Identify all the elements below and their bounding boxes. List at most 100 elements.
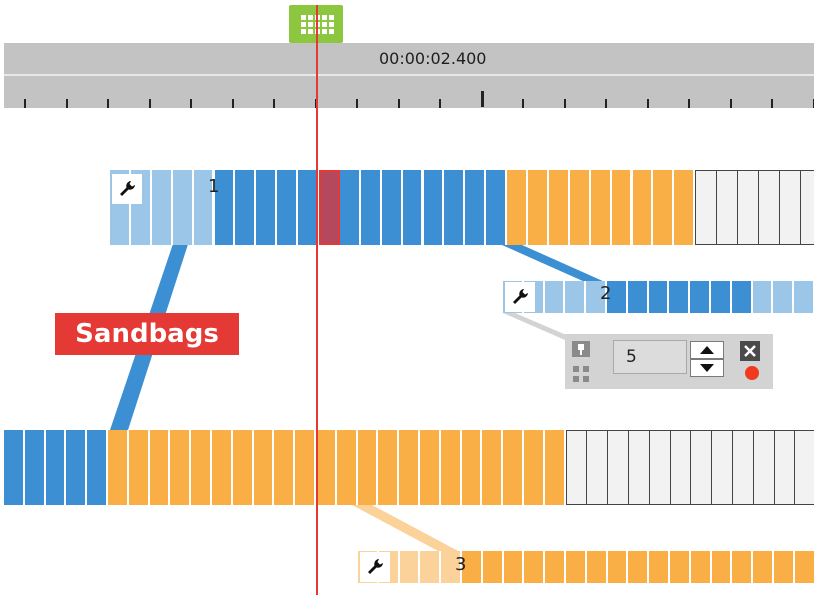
- frame-cell[interactable]: [4, 430, 25, 505]
- decrement-button[interactable]: [690, 359, 724, 377]
- frame-cell[interactable]: [711, 551, 733, 583]
- frame-cell[interactable]: [544, 430, 566, 505]
- close-popup-button[interactable]: [740, 341, 760, 361]
- frame-cell[interactable]: [752, 430, 774, 505]
- frame-cell[interactable]: [690, 551, 712, 583]
- repeat-count-popup[interactable]: [565, 334, 773, 389]
- frame-cell[interactable]: [648, 430, 670, 505]
- frame-cell[interactable]: [757, 170, 779, 245]
- frame-cell[interactable]: [716, 170, 737, 245]
- frame-cell[interactable]: [524, 430, 545, 505]
- frame-cell[interactable]: [319, 170, 340, 245]
- frame-cell[interactable]: [420, 430, 441, 505]
- frame-cell[interactable]: [503, 430, 524, 505]
- frame-cell[interactable]: [357, 430, 379, 505]
- frame-cell[interactable]: [627, 281, 649, 313]
- frame-cell[interactable]: [590, 170, 612, 245]
- track-1-settings-button[interactable]: [112, 174, 142, 204]
- frame-cell[interactable]: [565, 281, 587, 313]
- record-dot-icon[interactable]: [745, 366, 759, 380]
- frame-cell[interactable]: [172, 170, 194, 245]
- frame-cell[interactable]: [45, 430, 67, 505]
- increment-button[interactable]: [690, 341, 724, 359]
- frame-cell[interactable]: [360, 170, 382, 245]
- frame-cell[interactable]: [632, 170, 654, 245]
- frame-cell[interactable]: [214, 170, 236, 245]
- frame-cell[interactable]: [87, 430, 108, 505]
- pin-icon[interactable]: [571, 340, 591, 358]
- frame-cell[interactable]: [670, 551, 691, 583]
- frame-cell[interactable]: [440, 430, 462, 505]
- frame-cell[interactable]: [628, 430, 649, 505]
- frame-cell[interactable]: [399, 551, 421, 583]
- frame-cell[interactable]: [465, 170, 487, 245]
- frame-cell[interactable]: [170, 430, 192, 505]
- frame-cell[interactable]: [316, 430, 337, 505]
- frame-cell[interactable]: [507, 170, 528, 245]
- track-row-1[interactable]: 1: [110, 170, 814, 245]
- frame-cell[interactable]: [193, 170, 215, 245]
- frame-cell[interactable]: [544, 281, 566, 313]
- frame-cell[interactable]: [235, 170, 257, 245]
- frame-cell[interactable]: [545, 551, 566, 583]
- frame-cell[interactable]: [191, 430, 212, 505]
- track-3-settings-button[interactable]: [360, 552, 390, 582]
- track-row-3[interactable]: 3: [358, 551, 814, 583]
- frame-cell[interactable]: [607, 281, 628, 313]
- frame-cell[interactable]: [108, 430, 129, 505]
- frame-cell[interactable]: [778, 170, 800, 245]
- frame-cell[interactable]: [799, 170, 814, 245]
- frame-cell[interactable]: [732, 551, 754, 583]
- frame-cell[interactable]: [690, 281, 711, 313]
- frame-cell[interactable]: [628, 551, 650, 583]
- frame-cell[interactable]: [566, 551, 587, 583]
- frame-cell[interactable]: [548, 170, 570, 245]
- frame-cell[interactable]: [648, 281, 670, 313]
- frame-cell[interactable]: [402, 170, 424, 245]
- frame-cell[interactable]: [586, 430, 608, 505]
- frame-cell[interactable]: [277, 170, 299, 245]
- frame-cell[interactable]: [295, 430, 316, 505]
- frame-cell[interactable]: [711, 430, 732, 505]
- frame-cell[interactable]: [528, 170, 549, 245]
- frame-cell[interactable]: [256, 170, 278, 245]
- frame-cell[interactable]: [66, 430, 88, 505]
- frame-cell[interactable]: [149, 430, 171, 505]
- timeline-ruler[interactable]: 00:00:02.400: [4, 43, 814, 108]
- frame-cell[interactable]: [524, 551, 546, 583]
- frame-cell[interactable]: [732, 430, 753, 505]
- frame-cell[interactable]: [212, 430, 233, 505]
- frame-cell[interactable]: [794, 430, 814, 505]
- frame-cell[interactable]: [695, 170, 717, 245]
- frame-cell[interactable]: [669, 430, 691, 505]
- frame-cell[interactable]: [773, 281, 795, 313]
- frame-cell[interactable]: [336, 430, 358, 505]
- frame-cell[interactable]: [690, 430, 712, 505]
- frame-cell[interactable]: [503, 551, 525, 583]
- frame-cell[interactable]: [794, 551, 814, 583]
- frame-cell[interactable]: [24, 430, 46, 505]
- frame-cell[interactable]: [711, 281, 732, 313]
- frame-cell[interactable]: [607, 551, 629, 583]
- frame-cell[interactable]: [569, 170, 591, 245]
- frame-cell[interactable]: [649, 551, 670, 583]
- grid-dots-icon[interactable]: [571, 364, 591, 384]
- frame-cell[interactable]: [339, 170, 361, 245]
- track-row-2[interactable]: 2: [503, 281, 814, 313]
- frame-cell[interactable]: [253, 430, 275, 505]
- track-2-settings-button[interactable]: [505, 282, 535, 312]
- frame-cell[interactable]: [441, 551, 462, 583]
- frame-cell[interactable]: [773, 430, 795, 505]
- frame-cell[interactable]: [669, 281, 691, 313]
- frame-cell[interactable]: [482, 551, 504, 583]
- frame-cell[interactable]: [611, 170, 633, 245]
- frame-cell[interactable]: [378, 430, 400, 505]
- frame-cell[interactable]: [482, 430, 504, 505]
- frame-cell[interactable]: [486, 170, 508, 245]
- frame-cell[interactable]: [653, 170, 675, 245]
- frame-cell[interactable]: [586, 551, 608, 583]
- frame-cell[interactable]: [794, 281, 814, 313]
- frame-cell[interactable]: [731, 281, 753, 313]
- frame-cell[interactable]: [586, 281, 607, 313]
- frame-cell[interactable]: [565, 430, 587, 505]
